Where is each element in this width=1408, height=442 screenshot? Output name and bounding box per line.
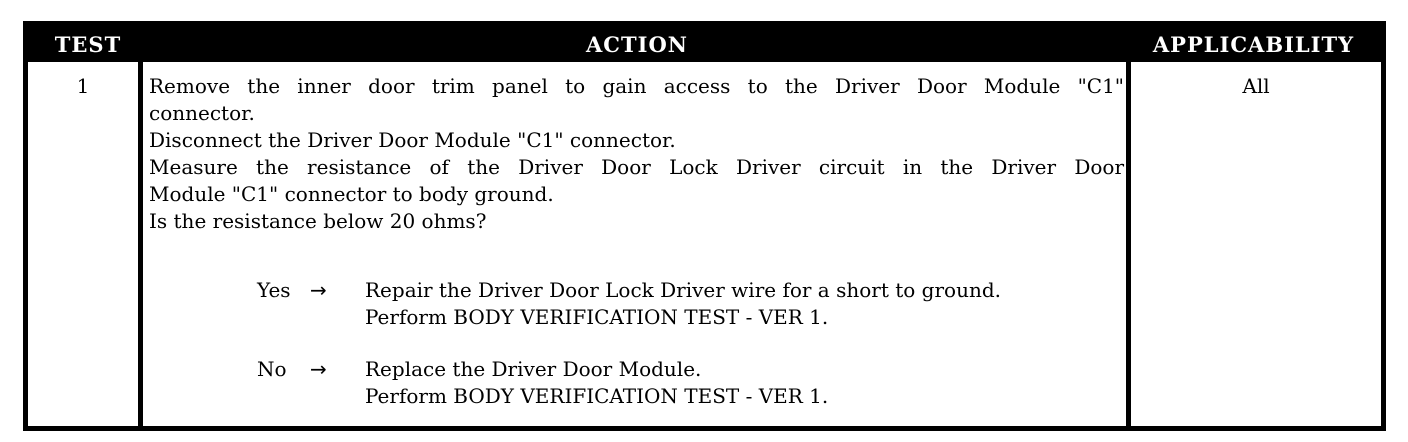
result-label-no: No [257, 357, 287, 381]
action-cell: Remove the inner door trim panel to gain… [143, 62, 1131, 426]
result-instruction-line: Replace the Driver Door Module. [365, 357, 702, 381]
action-step-line: Module "C1" connector to body ground. [149, 182, 554, 206]
result-instructions-yes: Repair the Driver Door Lock Driver wire … [365, 277, 1124, 331]
header-cell-test: TEST [54, 31, 122, 57]
action-step-line: Disconnect the Driver Door Module "C1" c… [149, 128, 676, 152]
action-step-line: connector. [149, 101, 255, 125]
result-label-yes: Yes [257, 278, 291, 302]
result-instruction-line: Repair the Driver Door Lock Driver wire … [365, 278, 1001, 302]
header-cell-action: ACTION [586, 31, 688, 57]
right-arrow-icon: → [310, 278, 327, 302]
header-cell-applicability: APPLICABILITY [1152, 31, 1355, 57]
result-row-yes: Yes → Repair the Driver Door Lock Driver… [257, 277, 1124, 331]
action-step-line: Measure the resistance of the Driver Doo… [149, 155, 1124, 179]
result-row-no: No → Replace the Driver Door Module. Per… [257, 356, 1124, 410]
applicability-cell: All [1242, 74, 1270, 98]
test-number-cell: 1 [28, 62, 143, 426]
action-step-line: Remove the inner door trim panel to gain… [149, 74, 1124, 98]
table-header-row: TEST ACTION APPLICABILITY [28, 26, 1381, 62]
right-arrow-icon: → [310, 357, 327, 381]
result-instructions-no: Replace the Driver Door Module. Perform … [365, 356, 1124, 410]
table-row: 1 Remove the inner door trim panel to ga… [28, 62, 1381, 426]
diagnostic-test-table: TEST ACTION APPLICABILITY 1 Remove the i… [23, 21, 1386, 431]
result-instruction-line: Perform BODY VERIFICATION TEST - VER 1. [365, 305, 829, 329]
result-instruction-line: Perform BODY VERIFICATION TEST - VER 1. [365, 384, 829, 408]
action-question-line: Is the resistance below 20 ohms? [149, 209, 487, 233]
